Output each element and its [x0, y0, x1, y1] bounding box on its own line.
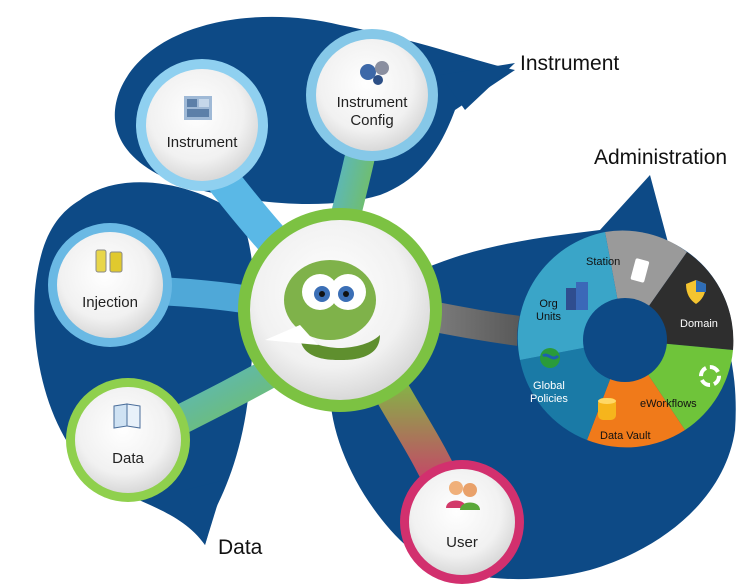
data-node-label: Data	[112, 450, 144, 467]
instrument-node-label: Instrument	[166, 134, 238, 151]
user-node-label: User	[446, 534, 478, 551]
instrument-pointer	[440, 63, 515, 110]
user-node[interactable]: User	[410, 470, 514, 574]
instrument-config-label-line1: Instrument	[336, 94, 408, 111]
section-label-instrument: Instrument	[520, 52, 620, 75]
global-policies-line1: Global	[533, 380, 565, 392]
segment-label-global-policies[interactable]: Global Policies	[530, 380, 568, 406]
instrument-node-disc	[146, 69, 258, 181]
buildings-icon	[566, 282, 588, 310]
injection-node-disc	[57, 232, 163, 338]
data-node[interactable]: Data	[76, 388, 180, 492]
instrument-node[interactable]: Instrument	[146, 70, 258, 182]
instrument-config-node-disc	[316, 39, 428, 151]
section-label-data: Data	[218, 536, 263, 559]
section-label-administration: Administration	[594, 146, 728, 169]
instrument-monitor-icon	[184, 96, 212, 120]
document-icon	[630, 258, 650, 283]
shield-icon	[686, 280, 706, 304]
segment-label-org-units[interactable]: Org Units	[536, 298, 561, 324]
data-node-disc	[75, 387, 181, 493]
segment-label-eworkflows[interactable]: eWorkflows	[640, 398, 697, 410]
administration-wheel	[517, 230, 734, 448]
injection-node-label: Injection	[82, 294, 138, 311]
mascot-icon	[265, 260, 380, 360]
segment-label-station[interactable]: Station	[586, 256, 621, 268]
user-node-disc	[409, 469, 515, 575]
segment-label-data-vault[interactable]: Data Vault	[600, 430, 651, 442]
injection-node[interactable]: Injection	[58, 232, 162, 336]
book-icon	[113, 403, 141, 429]
recycle-arrows-icon	[699, 365, 721, 387]
org-units-line1: Org	[539, 298, 558, 310]
vials-icon	[95, 249, 123, 273]
database-icon	[598, 398, 616, 420]
org-units-line2: Units	[536, 311, 562, 323]
config-gears-icon	[360, 61, 389, 85]
data-pointer	[185, 480, 225, 545]
center-node[interactable]	[250, 220, 430, 400]
instrument-config-node[interactable]: Instrument Config	[316, 40, 428, 152]
segment-label-domain[interactable]: Domain	[680, 318, 718, 330]
instrument-config-label-line2: Config	[350, 112, 394, 129]
globe-icon	[540, 348, 560, 368]
users-icon	[446, 481, 480, 510]
global-policies-line2: Policies	[530, 393, 568, 405]
